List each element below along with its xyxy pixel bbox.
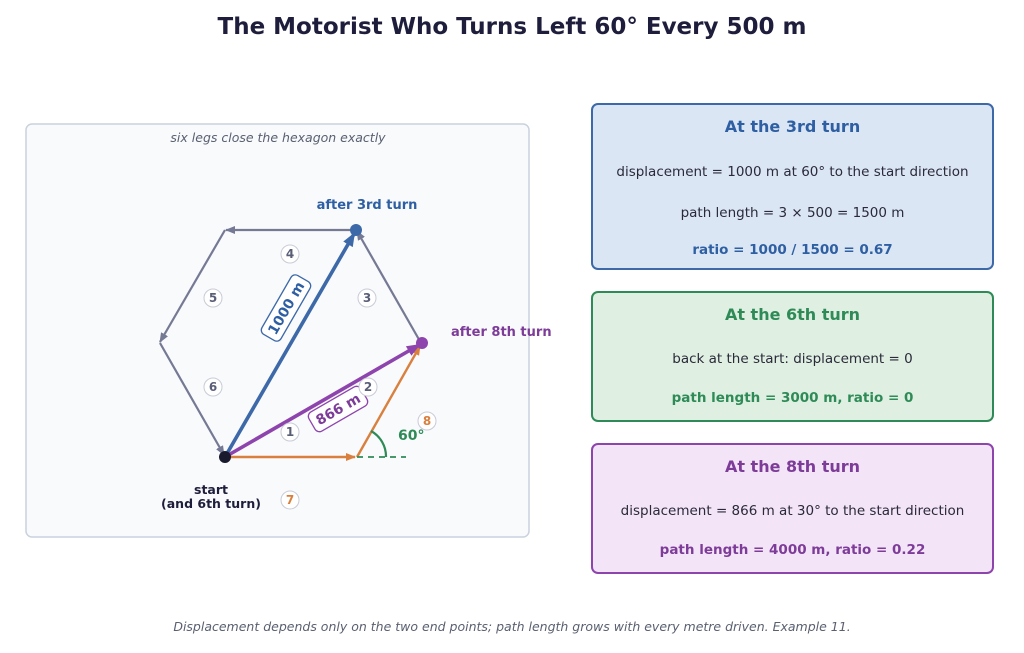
leg-badge-7: 7 bbox=[286, 493, 294, 507]
displacement-866-vector bbox=[224, 343, 421, 459]
card-8th-turn: At the 8th turn displacement = 866 m at … bbox=[591, 443, 994, 574]
leg-badge-2: 2 bbox=[364, 380, 372, 394]
leg-2-arrow bbox=[355, 345, 422, 458]
card-6th-turn-displacement: back at the start: displacement = 0 bbox=[672, 351, 913, 367]
card-6th-turn-path-ratio: path length = 3000 m, ratio = 0 bbox=[671, 390, 914, 406]
diagram-svg: six legs close the hexagon exactly 60° 1… bbox=[25, 123, 552, 538]
footer-caption: Displacement depends only on the two end… bbox=[173, 619, 851, 634]
point-after-3rd-turn bbox=[350, 224, 362, 236]
leg-6-arrow bbox=[159, 342, 225, 456]
angle-label: 60° bbox=[398, 428, 424, 444]
card-8th-turn-displacement: displacement = 866 m at 30° to the start… bbox=[620, 503, 965, 519]
page-title: The Motorist Who Turns Left 60° Every 50… bbox=[217, 14, 807, 40]
card-8th-turn-path-ratio: path length = 4000 m, ratio = 0.22 bbox=[659, 542, 926, 558]
leg-badge-5: 5 bbox=[209, 291, 217, 305]
leg-badge-1: 1 bbox=[286, 425, 294, 439]
panel-note: six legs close the hexagon exactly bbox=[170, 130, 386, 145]
card-3rd-turn-ratio: ratio = 1000 / 1500 = 0.67 bbox=[692, 242, 893, 258]
leg-badge-3: 3 bbox=[363, 291, 371, 305]
leg-5-arrow bbox=[159, 229, 226, 343]
point-start bbox=[219, 451, 231, 463]
leg-badge-6: 6 bbox=[209, 380, 217, 394]
angle-arc bbox=[370, 430, 388, 458]
label-start-line1: start bbox=[194, 482, 228, 497]
leg-badge-8: 8 bbox=[423, 414, 431, 428]
card-3rd-turn-path-length: path length = 3 × 500 = 1500 m bbox=[680, 205, 905, 221]
card-3rd-turn-title: At the 3rd turn bbox=[724, 117, 861, 136]
displacement-1000-vector bbox=[223, 232, 356, 458]
leg-badge-4: 4 bbox=[286, 247, 294, 261]
card-6th-turn-title: At the 6th turn bbox=[724, 305, 861, 324]
card-3rd-turn: At the 3rd turn displacement = 1000 m at… bbox=[591, 103, 994, 270]
leg-3-arrow bbox=[356, 230, 422, 344]
label-start-line2: (and 6th turn) bbox=[161, 496, 261, 511]
card-3rd-turn-displacement: displacement = 1000 m at 60° to the star… bbox=[616, 164, 969, 180]
hexagon-diagram: six legs close the hexagon exactly 60° 1… bbox=[25, 123, 552, 538]
point-after-8th-turn bbox=[416, 337, 428, 349]
card-8th-turn-title: At the 8th turn bbox=[724, 457, 861, 476]
label-after-8th-turn: after 8th turn bbox=[451, 325, 552, 340]
label-after-3rd-turn: after 3rd turn bbox=[317, 198, 418, 213]
card-6th-turn: At the 6th turn back at the start: displ… bbox=[591, 291, 994, 422]
